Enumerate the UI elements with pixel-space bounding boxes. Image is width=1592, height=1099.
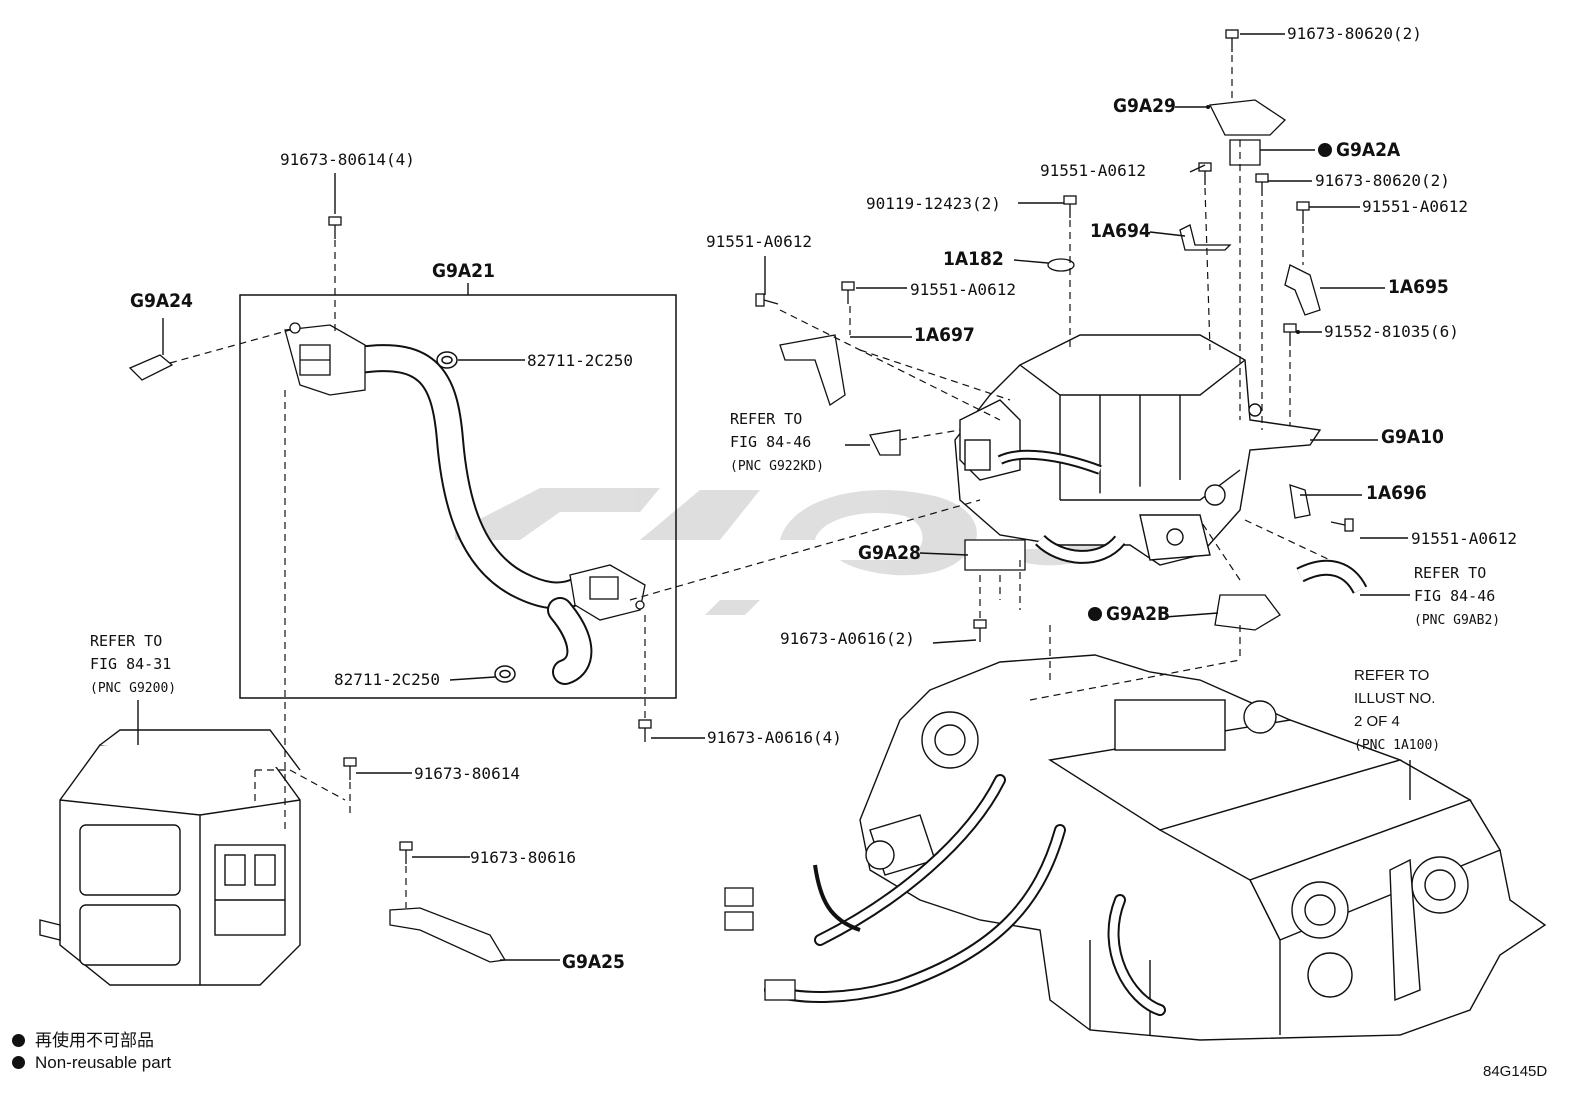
ref-pnc: (PNC G9200) (90, 681, 177, 696)
label-bolt-91551-a0612-mid: 91551-A0612 (910, 280, 1016, 299)
alignment-lines (169, 55, 1331, 908)
ref-line1: REFER TO (1414, 564, 1487, 582)
label-g9a21: G9A21 (432, 260, 495, 282)
label-bracket-1a695: 1A695 (1388, 276, 1449, 298)
label-bolt-91551-a0612-left: 91551-A0612 (706, 232, 812, 251)
ref-line2: FIG 84-46 (1414, 587, 1496, 605)
label-bolt-91673-80620-right: 91673-80620(2) (1315, 171, 1450, 190)
label-bolt-90119-12423: 90119-12423(2) (866, 194, 1001, 213)
hose-clamp-lower-shape (494, 665, 516, 683)
harness-connectors (724, 864, 861, 1001)
leader-lines (137, 33, 1411, 961)
bolt-shapes (328, 29, 1354, 864)
label-clamp-82711-2c250-upper: 82711-2C250 (527, 351, 633, 370)
ref-fig-84-46-upper: REFER TO FIG 84-46 (PNC G922KD) (730, 408, 824, 478)
ref-line3: 2 OF 4 (1354, 713, 1400, 730)
ref-line2: FIG 84-31 (90, 655, 172, 673)
ref-pnc: (PNC G922KD) (730, 459, 824, 474)
hose-connector-lower (569, 564, 646, 621)
inverter-assembly-g9a10 (954, 334, 1322, 566)
label-bolt-91673-80614-4: 91673-80614(4) (280, 150, 415, 169)
legend-jp-text: 再使用不可部品 (35, 1031, 154, 1050)
label-g9a28: G9A28 (858, 542, 921, 564)
label-bolt-91673-a0616-2: 91673-A0616(2) (780, 629, 915, 648)
label-bolt-91673-a0616-4: 91673-A0616(4) (707, 728, 842, 747)
label-bolt-91551-a0612-right-upper: 91551-A0612 (1362, 197, 1468, 216)
ref-pnc: (PNC 1A100) (1354, 738, 1441, 753)
ref-line1: REFER TO (1354, 667, 1430, 684)
coolant-hose (346, 344, 594, 685)
g9a21-group-box (239, 294, 677, 699)
ref-fig-84-46-lower: REFER TO FIG 84-46 (PNC G9AB2) (1414, 562, 1500, 632)
ref-line1: REFER TO (730, 410, 803, 428)
ref-pnc: (PNC G9AB2) (1414, 613, 1501, 628)
label-washer-1a182: 1A182 (943, 248, 1004, 270)
label-bolt-91552-81035: 91552-81035(6) (1324, 322, 1459, 341)
label-g9a25: G9A25 (562, 951, 625, 973)
hose-connector-upper (284, 322, 366, 396)
leader-endpoints (1206, 105, 1300, 334)
label-bracket-1a697: 1A697 (914, 324, 975, 346)
label-g9a2b: G9A2B (1088, 605, 1170, 624)
legend-en-text: Non-reusable part (35, 1053, 172, 1072)
bullet-dot-icon (12, 1034, 25, 1047)
label-g9a2a: G9A2A (1318, 141, 1400, 160)
bracket-shapes (128, 99, 1368, 963)
label-bolt-91551-a0612-upper: 91551-A0612 (1040, 161, 1146, 180)
ref-line1: REFER TO (90, 632, 163, 650)
label-g9a29: G9A29 (1113, 95, 1176, 117)
hose-clamp-upper-shape (436, 351, 458, 369)
hybrid-ecu-assembly (39, 729, 301, 986)
label-bolt-91673-80614: 91673-80614 (414, 764, 520, 783)
ref-illust-2-of-4: REFER TO ILLUST NO. 2 OF 4 (PNC 1A100) (1354, 664, 1440, 757)
label-bracket-1a696: 1A696 (1366, 482, 1427, 504)
label-bolt-91673-80616: 91673-80616 (470, 848, 576, 867)
label-g9a24: G9A24 (130, 290, 193, 312)
transaxle-assembly (859, 654, 1547, 1041)
ref-line2: FIG 84-46 (730, 433, 812, 451)
bullet-dot-icon (12, 1056, 25, 1069)
label-clamp-82711-2c250-lower: 82711-2C250 (334, 670, 440, 689)
label-bracket-1a694: 1A694 (1090, 220, 1151, 242)
legend-non-reusable-jp: 再使用不可部品 (12, 1026, 154, 1051)
ref-fig-84-31: REFER TO FIG 84-31 (PNC G9200) (90, 630, 176, 700)
label-bolt-91551-a0612-lower-right: 91551-A0612 (1411, 529, 1517, 548)
label-bolt-91673-80620-top: 91673-80620(2) (1287, 24, 1422, 43)
figure-number: 84G145D (1483, 1063, 1548, 1080)
label-g9a10: G9A10 (1381, 426, 1444, 448)
ref-line2: ILLUST NO. (1354, 690, 1436, 707)
legend-non-reusable-en: Non-reusable part (12, 1053, 171, 1073)
